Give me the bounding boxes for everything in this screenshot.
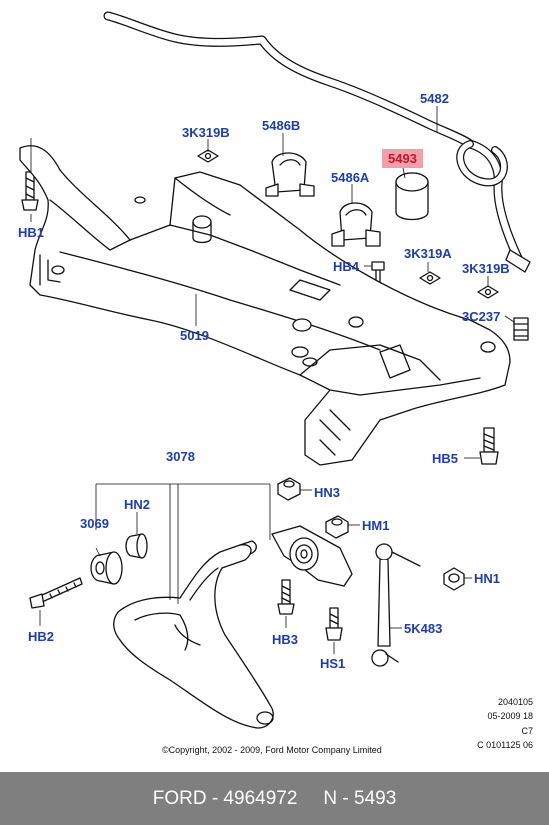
callout-5486B: 5486B (262, 118, 301, 133)
callout-HS1: HS1 (320, 656, 346, 671)
bolt-HB2 (29, 577, 83, 609)
nut-HN1 (443, 567, 465, 591)
bolt-HB4 (371, 261, 385, 283)
callout-3069: 3069 (80, 516, 109, 531)
callout-3078: 3078 (166, 449, 195, 464)
leader-5493 (402, 167, 406, 179)
stabilizer-link-5K483 (371, 543, 421, 667)
callout-3K319B-right: 3K319B (462, 261, 510, 276)
callout-HB3: HB3 (272, 632, 299, 647)
reference-code-3: C7 (521, 726, 533, 736)
clip-3C237 (513, 317, 529, 341)
leader-3078 (95, 483, 271, 604)
control-arm-3078 (113, 540, 274, 729)
leader-3069 (95, 547, 101, 557)
reference-code-1: 2040105 (497, 697, 533, 707)
nut-3K319A (419, 271, 441, 285)
subframe-5019 (19, 145, 511, 466)
footer-reference-number: N - 5493 (323, 787, 397, 809)
callout-HB5: HB5 (432, 451, 459, 466)
nut-HN2 (125, 533, 148, 559)
stabilizer-bar (103, 11, 531, 273)
callout-HB4: HB4 (333, 259, 360, 274)
callout-5493-highlighted: 5493 (382, 149, 423, 168)
bolt-HB1 (21, 171, 39, 211)
bushing-bracket-5486A (331, 202, 381, 247)
nut-3K319B-right (477, 285, 499, 299)
callout-HN3: HN3 (314, 485, 341, 500)
callout-HN1: HN1 (474, 571, 501, 586)
exploded-parts-diagram (19, 11, 531, 729)
footer-part-number: FORD - 4964972 (152, 787, 298, 809)
nut-HN3 (277, 477, 301, 501)
callout-HN2: HN2 (124, 497, 151, 512)
callout-3K319B-top: 3K319B (182, 125, 230, 140)
callout-HM1: HM1 (362, 518, 390, 533)
bushing-5493 (395, 172, 429, 221)
reference-code-4: C 0101125 06 (477, 740, 533, 750)
reference-code-2: 05-2009 18 (487, 711, 533, 721)
nut-HM1 (325, 515, 349, 539)
copyright-notice: ©Copyright, 2002 - 2009, Ford Motor Comp… (162, 745, 382, 755)
leader-3C237 (504, 315, 515, 323)
rear-bushing-bracket (271, 525, 353, 587)
part-number-footer: FORD - 4964972 N - 5493 (0, 772, 549, 825)
callout-5K483: 5K483 (404, 621, 443, 636)
callout-5019: 5019 (180, 328, 209, 343)
callout-3K319A: 3K319A (404, 246, 452, 261)
callout-5482: 5482 (420, 91, 449, 106)
bolt-HS1 (325, 607, 343, 641)
callout-HB1: HB1 (18, 225, 45, 240)
nut-3K319B-top (197, 149, 219, 163)
bolt-HB5 (479, 427, 499, 465)
callout-5486A: 5486A (331, 170, 370, 185)
bushing-3069 (90, 551, 123, 585)
bushing-bracket-5486B (265, 152, 315, 197)
callout-HB2: HB2 (28, 629, 55, 644)
callout-3C237: 3C237 (462, 309, 501, 324)
bolt-HB3 (277, 579, 295, 615)
